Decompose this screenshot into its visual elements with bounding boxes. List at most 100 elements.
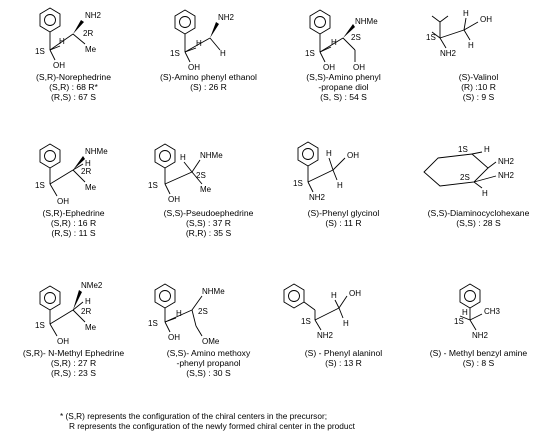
compound-methylephedrine: NMe2 2R 1S OH Me H (S,R)- N-Methyl Ephed… (5, 278, 142, 420)
bond (164, 171, 193, 185)
atom-label: H (85, 297, 91, 306)
compound-name: (S) - Methyl benzyl amine (429, 348, 528, 358)
atom-label: OH (480, 15, 492, 24)
atom-label: NH2 (498, 157, 515, 166)
bond (184, 47, 197, 53)
structure-valinol: OH 1S NH2 H H (426, 9, 492, 58)
compound-aminophenylethanol: NH2 1S OH H H (S)-Amino phenyl ethanol (… (140, 2, 277, 144)
atom-label: CH3 (484, 307, 501, 316)
compound-name: -phenyl propanol (176, 358, 241, 368)
structure-phenylalaninol: OH 1S NH2 H H (283, 283, 361, 340)
atom-label: NH2 (85, 11, 102, 20)
wedge-bond (343, 24, 355, 38)
bond (49, 323, 58, 337)
atom-label: 1S (35, 321, 45, 330)
compound-name: (S) - Phenyl alaninol (304, 348, 383, 358)
result-line: (S,R) : 16 R (50, 218, 97, 228)
atom-label: OH (323, 63, 335, 72)
wedge-bond (73, 20, 84, 34)
compound-aminophenylpropanediol: NHMe 2S 1S OH OH H (S,S)-Amino phenyl -p… (275, 2, 412, 144)
result-line: (S,S) : 28 S (456, 218, 501, 228)
compound-name: (S,R)-Norephedrine (36, 72, 111, 82)
caption: (S,S)-Pseudoephedrine (S,S) : 37 R (R,R)… (140, 208, 277, 238)
result-line: (R,R) : 35 S (185, 228, 232, 238)
bond (164, 321, 171, 333)
bond (469, 313, 483, 321)
atom-label: H (220, 49, 226, 58)
atom-label: NHMe (200, 151, 223, 160)
compound-methylbenzylamine: CH3 1S NH2 H (S) - Methyl benzyl amine (… (410, 278, 547, 420)
wedge-bond (210, 22, 219, 38)
structure-aminophenylethanol: NH2 1S OH H H (170, 9, 235, 72)
caption: (S,S)-Diaminocyclohexane (S,S) : 28 S (410, 208, 547, 228)
bond (471, 151, 483, 155)
atom-label: OMe (202, 337, 220, 346)
atom-label: OH (57, 337, 69, 346)
result-line: (S,S) : 30 S (186, 368, 231, 378)
bond (184, 51, 191, 63)
atom-label: NHMe (85, 147, 108, 156)
compound-pseudoephedrine: NHMe 2S 1S OH Me H (S,S)-Pseudoephedrine… (140, 138, 277, 280)
compound-name: (S,R)- N-Methyl Ephedrine (22, 348, 125, 358)
atom-label: 2R (81, 307, 91, 316)
bond (431, 15, 441, 23)
atom-label: H (337, 181, 343, 190)
compound-ephedrine: NHMe 2R 1S OH Me H (S,R)-Ephedrine (S,R)… (5, 138, 142, 280)
atom-label: 1S (426, 33, 436, 42)
result-line: (S) : 9 S (462, 92, 495, 102)
benzene-ring (154, 143, 176, 169)
bond (184, 37, 211, 53)
bond (72, 163, 84, 171)
compound-valinol: OH 1S NH2 H H (S)-Valinol (R) :10 R (S) … (410, 2, 547, 144)
atom-label: H (59, 37, 65, 46)
bond (49, 45, 61, 51)
atom-label: NH2 (498, 171, 515, 180)
atom-label: OH (353, 63, 365, 72)
atom-label: H (196, 39, 202, 48)
atom-label: H (331, 291, 337, 300)
atom-label: H (85, 159, 91, 168)
structure-phenylglycinol: OH 1S NH2 H H (293, 141, 359, 202)
benzene-ring (39, 143, 61, 169)
atom-label: H (463, 9, 469, 18)
atom-label: 2S (351, 33, 361, 42)
bond (332, 157, 346, 171)
atom-label: NH2 (218, 13, 235, 22)
compound-name: (S,S)- Amino methoxy (166, 348, 251, 358)
footnote: * (S,R) represents the configuration of … (60, 411, 500, 431)
bond (463, 29, 471, 41)
bond (439, 37, 447, 49)
bond (72, 301, 84, 311)
atom-label: H (331, 38, 337, 47)
atom-label: NH2 (440, 49, 457, 58)
atom-label: 2R (83, 29, 93, 38)
compound-name: (S,R)-Ephedrine (42, 208, 105, 218)
atom-label: Me (85, 183, 97, 192)
atom-label: OH (188, 63, 200, 72)
caption: (S,S)-Amino phenyl -propane diol (S, S) … (275, 72, 412, 102)
result-line: (S,R) : 27 R (50, 358, 97, 368)
atom-label: 1S (35, 181, 45, 190)
bond (49, 33, 74, 51)
atom-label: 1S (170, 49, 180, 58)
result-line: (S) : 26 R (190, 82, 227, 92)
atom-label: 2R (81, 167, 91, 176)
atom-label: H (180, 153, 186, 162)
caption: (S,R)-Norephedrine (S,R) : 68 R* (R,S) :… (5, 72, 142, 102)
caption: (S)-Phenyl glycinol (S) : 11 R (275, 208, 412, 228)
bond (473, 175, 497, 183)
compound-diaminocyclohexane: 1S 2S NH2 NH2 H H (S,S)-Diaminocyclohexa… (410, 138, 547, 280)
wedge-bond (73, 290, 82, 310)
bond (439, 29, 465, 39)
structure-methylbenzylamine: CH3 1S NH2 H (454, 283, 501, 340)
bond (183, 161, 193, 173)
bond (459, 315, 471, 321)
bond (307, 181, 314, 193)
atom-label: OH (53, 61, 65, 70)
result-line: (S,S) : 37 R (186, 218, 231, 228)
bond (319, 46, 332, 53)
result-line: (R) :10 R (461, 82, 496, 92)
caption: (S,S)- Amino methoxy -phenyl propanol (S… (140, 348, 277, 378)
atom-label: H (482, 189, 488, 198)
compound-name: (S,S)-Amino phenyl (306, 72, 381, 82)
